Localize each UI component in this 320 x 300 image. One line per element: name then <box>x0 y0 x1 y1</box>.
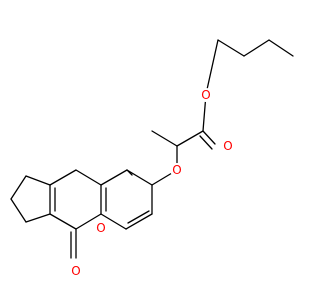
bond <box>217 39 245 57</box>
atom-label: O <box>201 88 210 102</box>
bond <box>176 130 204 147</box>
bond <box>25 213 51 223</box>
bond <box>10 198 27 223</box>
atom-label: O <box>223 139 232 153</box>
bond-layer <box>10 39 294 259</box>
atom-label: O <box>71 264 80 278</box>
bond <box>75 213 102 230</box>
ring-oxygen-atom: O <box>94 221 108 235</box>
bond <box>268 39 294 57</box>
lactone-carbonyl-oxygen-atom: O <box>69 264 83 278</box>
double-bond <box>199 135 213 150</box>
ether-oxygen-atom: O <box>170 163 184 177</box>
double-bond <box>202 130 216 145</box>
bond <box>126 169 153 186</box>
atom-label: O <box>96 221 105 235</box>
structure-diagram: O O O O O <box>10 39 294 278</box>
bond <box>75 169 102 186</box>
bond <box>100 169 128 186</box>
ester-oxygen-atom: O <box>199 88 213 102</box>
double-bond <box>127 210 150 224</box>
bond <box>100 213 127 230</box>
bond <box>49 213 77 230</box>
bond <box>49 169 77 186</box>
bond <box>205 39 219 95</box>
bond <box>151 130 178 147</box>
bond <box>25 175 51 186</box>
double-bond <box>126 169 133 176</box>
molecule-canvas: O O O O O <box>10 39 294 278</box>
bond <box>10 175 27 200</box>
bond <box>243 39 270 57</box>
bond <box>125 213 153 230</box>
ester-carbonyl-oxygen-atom: O <box>221 139 235 153</box>
atom-label: O <box>172 163 181 177</box>
atom-layer: O O O O O <box>69 88 235 278</box>
